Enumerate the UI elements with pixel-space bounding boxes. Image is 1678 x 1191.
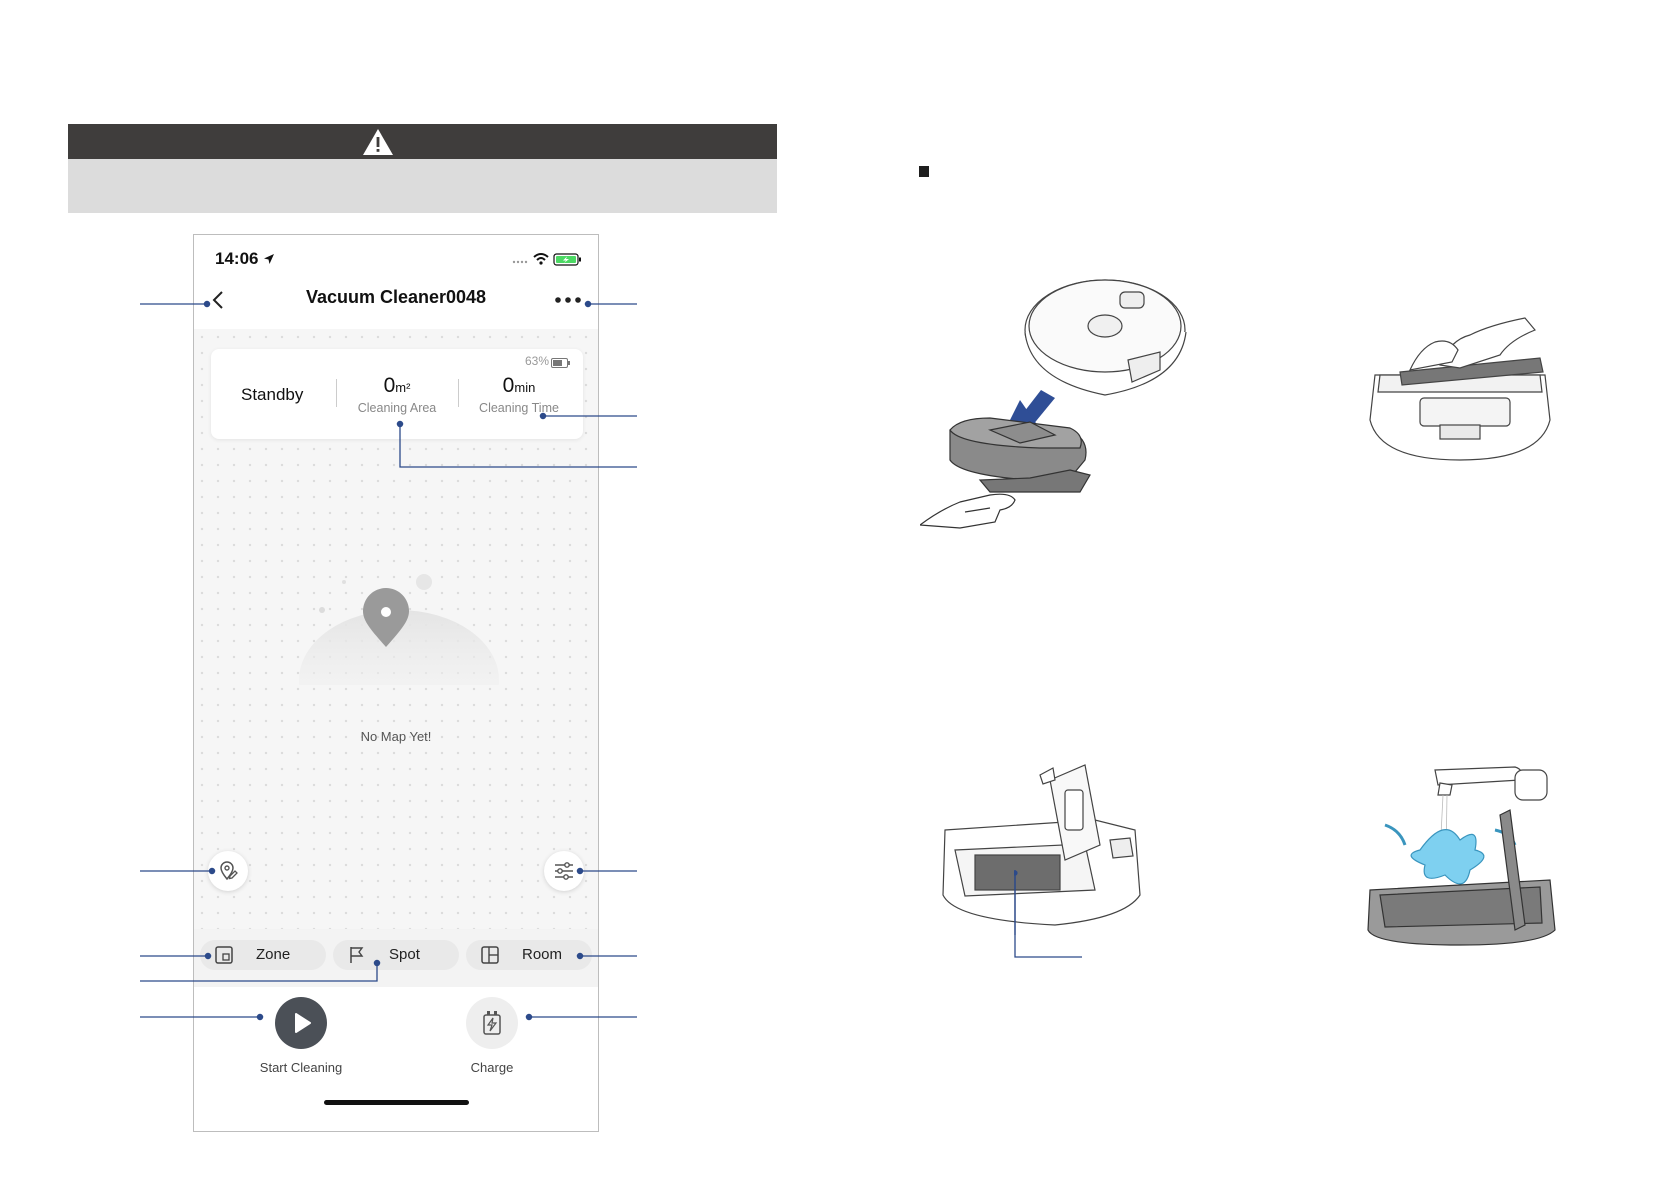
phone-screen: 14:06 Vacuum Cleaner0048 63% Standby 0m²… [193,234,599,1132]
zone-icon [215,946,233,964]
back-chevron-icon[interactable] [212,291,224,309]
action-bar: Start Cleaning Charge [194,987,598,1131]
location-pin-button[interactable] [208,851,248,891]
battery-percent: 63% [524,354,549,368]
charging-dock-icon [483,1011,501,1035]
cleaning-time-value: 0min [502,374,536,397]
page-title: Vacuum Cleaner0048 [305,287,487,307]
cleaning-area-label: Cleaning Area [357,401,437,415]
cleaning-time-label: Cleaning Time [479,401,559,415]
location-pin-icon [220,861,238,881]
zone-mode-button[interactable]: Zone [200,940,326,970]
wash-dustbin-illustration [1367,766,1556,946]
start-cleaning-label: Start Cleaning [259,1060,343,1075]
warning-banner-header [68,124,777,159]
divider [458,379,459,407]
no-map-illustration [299,574,499,685]
warning-triangle-icon [363,129,393,155]
room-layout-icon [481,946,499,964]
dustbin-filter-illustration [942,764,1141,935]
mode-selector: Zone Spot Room [194,929,598,987]
home-indicator[interactable] [324,1100,469,1105]
zone-label: Zone [256,946,291,963]
remove-dustbin-illustration [920,279,1187,529]
play-icon [295,1013,311,1033]
remove-filter-illustration [1369,317,1551,461]
flag-icon [350,947,364,963]
location-arrow-icon [264,254,275,264]
warning-banner-body [68,159,777,213]
room-label: Room [522,946,563,963]
sliders-icon [555,862,573,880]
more-dots-icon[interactable] [555,296,581,304]
battery-icon [551,358,570,368]
filter-callout-line [1014,870,1082,958]
spot-mode-button[interactable]: Spot [333,940,459,970]
start-cleaning-button[interactable] [275,997,327,1049]
robot-state: Standby [241,385,304,404]
spot-label: Spot [389,946,420,963]
no-map-text: No Map Yet! [360,729,432,744]
status-icons [512,253,581,266]
title-bar: Vacuum Cleaner0048 [194,281,598,317]
cleaning-area-value: 0m² [383,374,411,397]
section-bullet [919,166,929,177]
status-time: 14:06 [215,249,275,269]
room-mode-button[interactable]: Room [466,940,592,970]
divider [336,379,337,407]
charge-button[interactable] [466,997,518,1049]
charge-label: Charge [470,1060,514,1075]
